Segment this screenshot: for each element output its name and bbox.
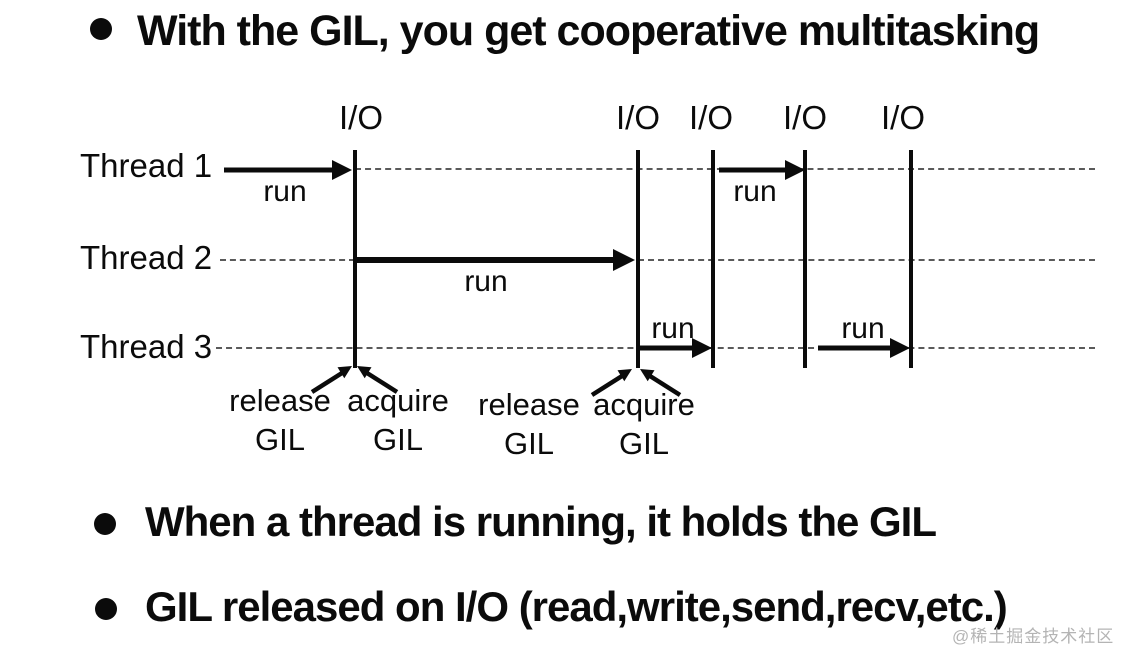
run-arrow-thread1-b-icon (719, 160, 805, 180)
annotation-arrow-up-right-icon (590, 369, 632, 397)
run-label-4: run (651, 312, 695, 345)
io-event-line-1 (353, 150, 357, 368)
run-label-1: run (263, 175, 307, 208)
io-label-5: I/O (880, 99, 925, 136)
bullet-dot-icon (94, 513, 116, 535)
annotation-arrow-up-left-icon (357, 366, 399, 394)
run-arrow-thread3-a-icon (640, 338, 712, 358)
thread-label-3: Thread 3 (80, 328, 213, 365)
gil-target-label: GIL (373, 422, 423, 457)
gil-action-label: release (478, 387, 580, 422)
gil-action-label: acquire (347, 383, 449, 418)
annotation-arrow-up-left-icon (640, 369, 682, 397)
thread-label-2: Thread 2 (80, 239, 213, 276)
run-label-5: run (841, 312, 885, 345)
thread2-timeline-left (220, 259, 355, 261)
gil-annotation-3: release GIL (454, 385, 604, 463)
bullet-dot-icon (95, 598, 117, 620)
io-label-4: I/O (782, 99, 827, 136)
gil-annotation-2: acquire GIL (323, 381, 473, 459)
io-label-1: I/O (338, 99, 383, 136)
io-event-line-4 (803, 150, 807, 368)
annotation-arrow-up-right-icon (310, 366, 352, 394)
io-event-line-5 (909, 150, 913, 368)
run-arrow-thread2-icon (357, 249, 635, 271)
run-arrow-thread1-a-icon (224, 160, 352, 180)
bullet-dot-icon (90, 18, 112, 40)
thread2-timeline-right (638, 259, 1095, 261)
thread-label-1: Thread 1 (80, 147, 213, 184)
gil-target-label: GIL (255, 422, 305, 457)
gil-target-label: GIL (504, 426, 554, 461)
watermark: @稀土掘金技术社区 (952, 627, 1115, 646)
bullet-item-3: GIL released on I/O (read,write,send,rec… (145, 583, 1008, 630)
io-label-3: I/O (688, 99, 733, 136)
gil-target-label: GIL (619, 426, 669, 461)
run-arrow-thread3-b-icon (818, 338, 910, 358)
io-label-2: I/O (615, 99, 660, 136)
bullet-item-2: When a thread is running, it holds the G… (145, 498, 937, 545)
io-event-line-2 (636, 150, 640, 368)
io-event-line-3 (711, 150, 715, 368)
run-label-3: run (464, 265, 508, 298)
run-label-2: run (733, 175, 777, 208)
bullet-item-1: With the GIL, you get cooperative multit… (137, 7, 1040, 55)
